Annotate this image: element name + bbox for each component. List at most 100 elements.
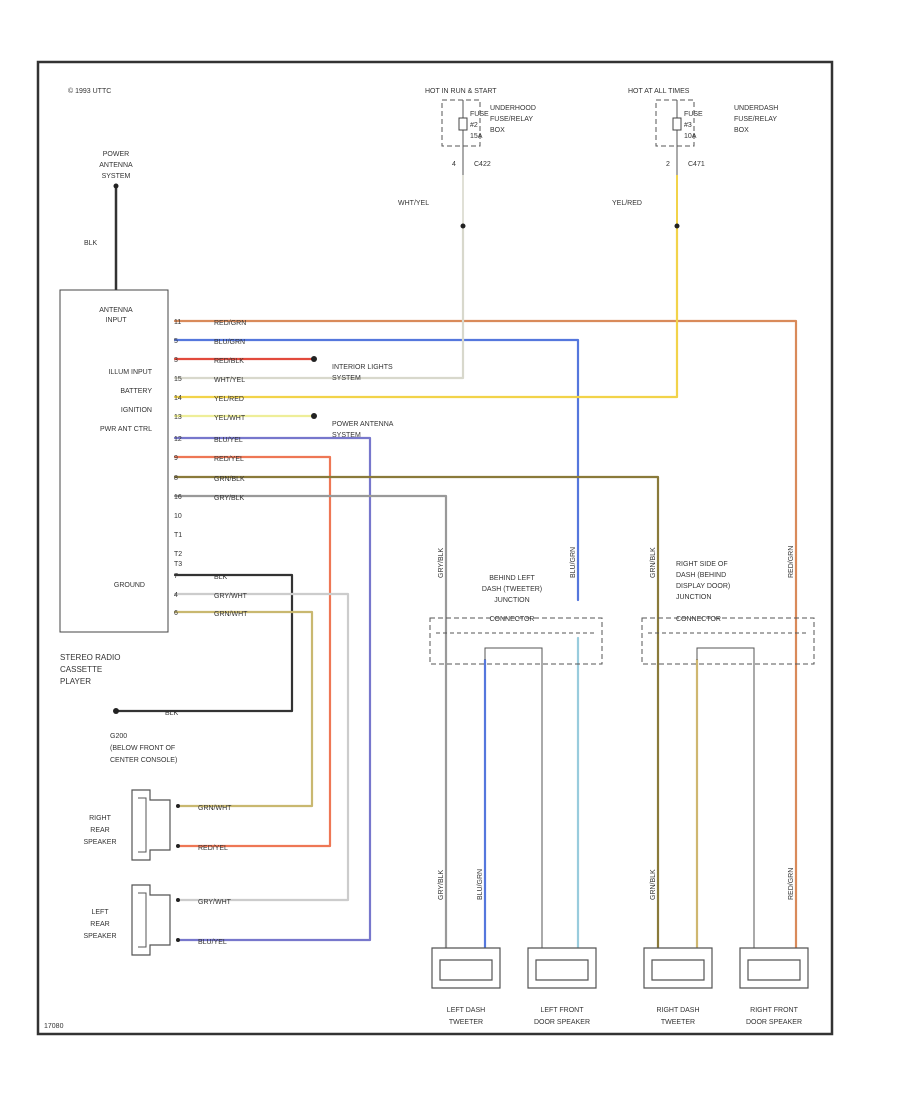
wire-yel-red	[173, 224, 679, 399]
fuse-left-fuse-1: FUSE	[470, 111, 489, 118]
speaker-right-dash-tweeter: RIGHT DASH TWEETER	[643, 947, 713, 1026]
wire-grn-blk	[173, 475, 660, 950]
wire-red-grn	[173, 319, 798, 950]
wire-label-rr-2: RED/YEL	[198, 845, 228, 852]
hu-pin: 5	[174, 338, 178, 345]
fuse-box-right: HOT AT ALL TIMES FUSE #3 10A UNDERDASH F…	[628, 88, 778, 229]
left-rear-speaker-icon	[131, 884, 171, 956]
right-front-door-speaker-icon	[739, 947, 809, 989]
fuse-right-node	[674, 223, 680, 229]
junction-right: RIGHT SIDE OF DASH (BEHIND DISPLAY DOOR)…	[641, 561, 815, 665]
wire-label-v2: BLU/GRN	[570, 547, 577, 578]
hu-pin: T1	[174, 532, 182, 539]
hu-pin: T3	[174, 561, 182, 568]
wire-label-6: YEL/WHT	[214, 415, 246, 422]
power-antenna-top-line1: POWER	[103, 151, 129, 158]
power-antenna-mid-line1: POWER ANTENNA	[332, 421, 394, 428]
interior-lights-ref: INTERIOR LIGHTS SYSTEM	[311, 356, 393, 382]
fuse-right-element	[672, 117, 682, 131]
head-unit-box	[59, 289, 169, 633]
head-unit-name-1: STEREO RADIO	[60, 653, 120, 662]
head-unit-label-4: BATTERY	[120, 388, 152, 395]
junction-right-outline	[641, 617, 815, 665]
left-rear-pin2	[176, 938, 180, 942]
wire-label-8: RED/YEL	[214, 456, 244, 463]
interior-lights-node	[311, 356, 317, 362]
wire-label-9: GRN/BLK	[214, 476, 245, 483]
fuse-left-box-1: UNDERHOOD	[490, 105, 536, 112]
hu-pin: 4	[174, 592, 178, 599]
wire-label-fuse-right: YEL/RED	[612, 200, 642, 207]
wire-wht-yel	[173, 224, 465, 380]
ground-line2: (BELOW FRONT OF	[110, 745, 175, 752]
wire-label-v6: BLU/GRN	[477, 869, 484, 900]
fuse-right-connector: C471	[688, 161, 705, 168]
wire-label-10: GRY/BLK	[214, 495, 245, 502]
diagram-frame	[36, 60, 834, 1036]
head-unit-label-6: PWR ANT CTRL	[100, 426, 152, 433]
power-antenna-top-line2: ANTENNA	[99, 162, 133, 169]
junction-right-line1: RIGHT SIDE OF	[676, 561, 728, 568]
ground-g200: G200 (BELOW FRONT OF CENTER CONSOLE)	[110, 708, 177, 764]
head-unit: ANTENNA INPUT ILLUM INPUT BATTERY IGNITI…	[59, 289, 182, 686]
head-unit-label-5: IGNITION	[121, 407, 152, 414]
left-front-door-speaker-icon	[527, 947, 597, 989]
hu-pin: 7	[174, 573, 178, 580]
junction-left-line4: CONNECTOR	[490, 616, 535, 623]
head-unit-label-3: ILLUM INPUT	[108, 369, 152, 376]
left-rear-pin1	[176, 898, 180, 902]
power-antenna-mid-line2: SYSTEM	[332, 432, 361, 439]
ground-line1: G200	[110, 733, 127, 740]
fuse-right-fuse-3: 10A	[684, 133, 697, 140]
ground-node	[113, 708, 119, 714]
junction-left-line1: BEHIND LEFT	[489, 575, 535, 582]
right-rear-line3: SPEAKER	[83, 839, 116, 846]
junction-left-line3: JUNCTION	[494, 597, 529, 604]
junction-right-line4: JUNCTION	[676, 594, 711, 601]
wire-grn-wht	[173, 610, 314, 808]
ground-line3: CENTER CONSOLE)	[110, 757, 177, 764]
fuse-right-outline	[655, 99, 695, 147]
wire-label-v4: RED/GRN	[788, 546, 795, 578]
hu-pin: 11	[174, 319, 181, 326]
wire-label-1: RED/GRN	[214, 320, 246, 327]
wire-label-3: RED/BLK	[214, 358, 244, 365]
fuse-left-title: HOT IN RUN & START	[425, 88, 497, 95]
interior-lights-line2: SYSTEM	[332, 375, 361, 382]
junction-left: BEHIND LEFT DASH (TWEETER) JUNCTION CONN…	[429, 575, 603, 665]
right-rear-speaker-icon	[131, 789, 171, 861]
junction-right-line2: DASH (BEHIND	[676, 572, 726, 579]
right-rear-line2: REAR	[90, 827, 109, 834]
fuse-left-fuse-3: 15A	[470, 133, 483, 140]
left-rear-line1: LEFT	[91, 909, 109, 916]
speaker-left-dash-tweeter: LEFT DASH TWEETER	[431, 947, 501, 1026]
fuse-right-title: HOT AT ALL TIMES	[628, 88, 690, 95]
hu-pin: T2	[174, 551, 182, 558]
hu-pin: 3	[174, 357, 178, 364]
wire-label-fuse-left: WHT/YEL	[398, 200, 429, 207]
hu-pin: 16	[174, 494, 182, 501]
copyright-text: © 1993 UTTC	[68, 87, 111, 95]
head-unit-name-2: CASSETTE	[60, 665, 102, 674]
hu-pin: 9	[174, 455, 178, 462]
wire-right-junction-link	[696, 647, 755, 948]
wire-label-7: BLU/YEL	[214, 437, 243, 444]
hu-pin: 10	[174, 513, 182, 520]
wire-blu-yel	[173, 436, 372, 942]
fuse-left-pin: 4	[452, 161, 456, 168]
right-rear-pin1	[176, 804, 180, 808]
wire-label-v7: GRN/BLK	[650, 869, 657, 900]
wire-label-v8: RED/GRN	[788, 868, 795, 900]
interior-lights-line1: INTERIOR LIGHTS	[332, 364, 393, 371]
fuse-left-connector: C422	[474, 161, 491, 168]
wire-gry-blk	[173, 494, 448, 950]
speaker-left-front-door: LEFT FRONT DOOR SPEAKER	[527, 947, 597, 1026]
wire-gry-wht	[173, 592, 350, 902]
hu-pin: 8	[174, 475, 178, 482]
right-dash-tweeter-icon	[643, 947, 713, 989]
right-front-door-line2: DOOR SPEAKER	[746, 1019, 802, 1026]
wire-labels: RED/GRN BLU/GRN RED/BLK WHT/YEL YEL/RED …	[165, 200, 795, 946]
fuse-left-box-3: BOX	[490, 127, 505, 134]
fuse-left-element	[458, 117, 468, 131]
wire-label-13: GRN/WHT	[214, 611, 248, 618]
